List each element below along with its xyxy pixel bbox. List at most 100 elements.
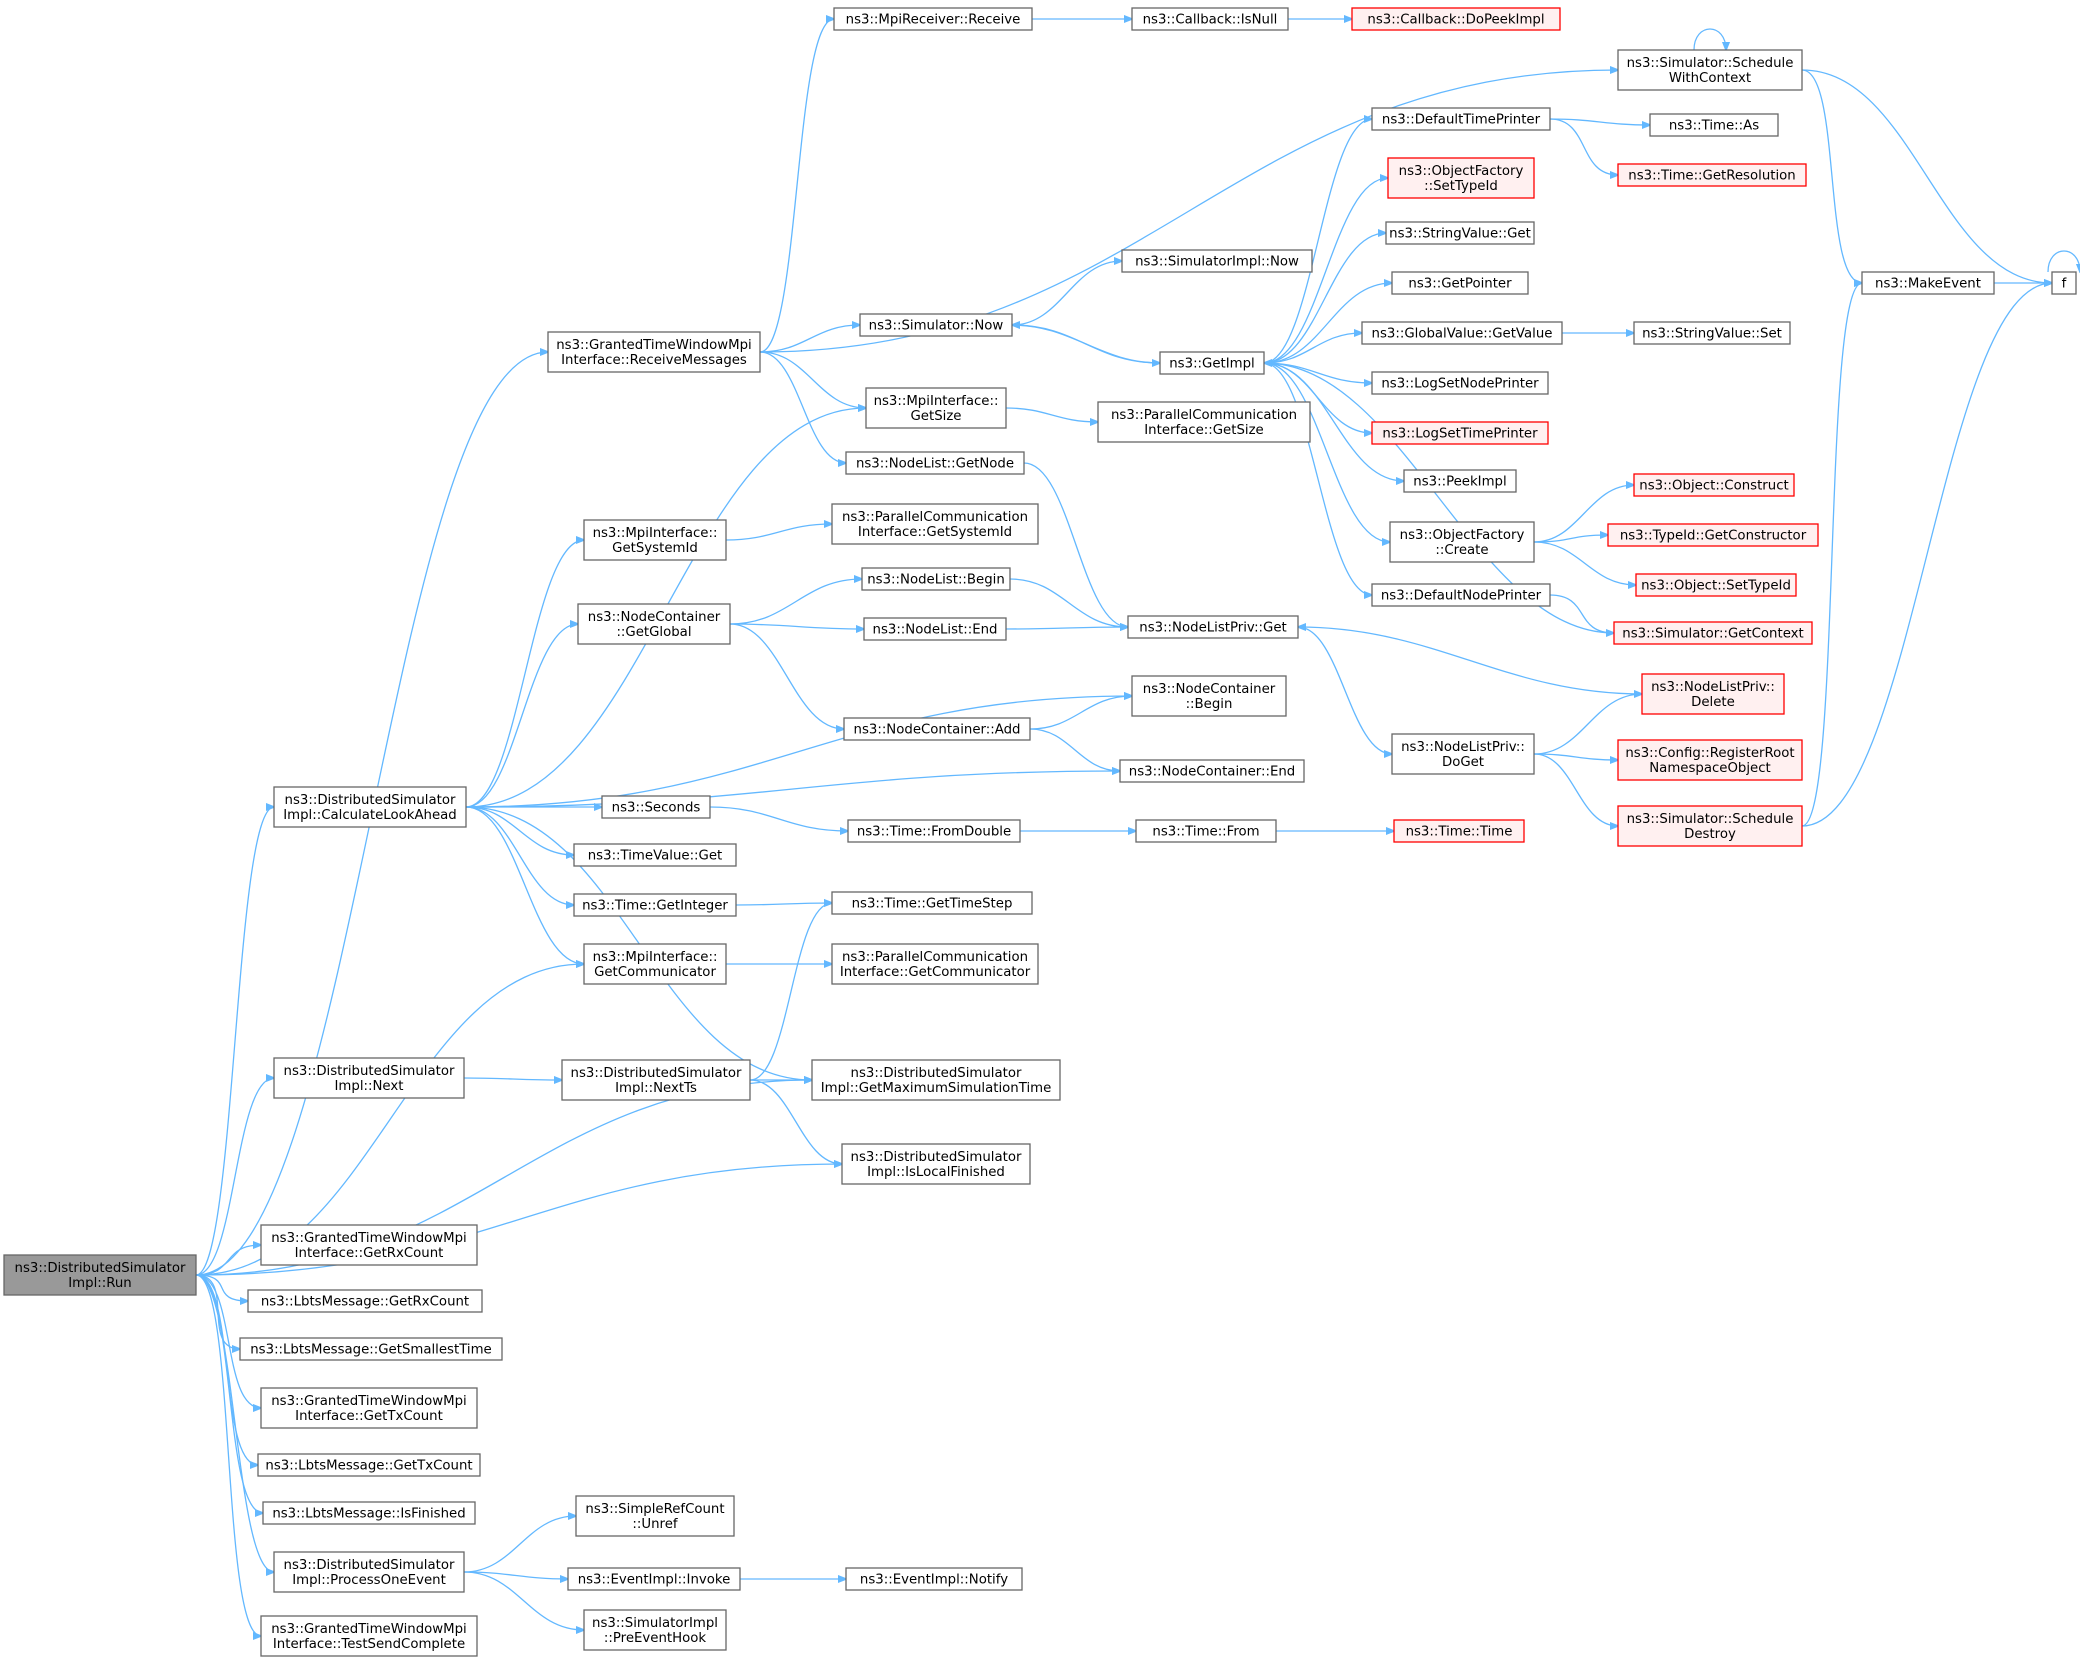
node-label: ns3::DistributedSimulator (571, 1066, 742, 1081)
node-pci-getsysid[interactable]: ns3::ParallelCommunicationInterface::Get… (831, 503, 1039, 545)
node-time-getint[interactable]: ns3::Time::GetInteger (573, 893, 737, 917)
node-label: Interface::GetRxCount (295, 1246, 444, 1261)
edge-processone-to-preevent (463, 1571, 584, 1630)
edge-getimpl-to-sv-get (1263, 233, 1386, 364)
edge-time-getint-to-time-getstep (735, 903, 832, 905)
node-gettxcount-gtw[interactable]: ns3::GrantedTimeWindowMpiInterface::GetT… (260, 1387, 478, 1429)
node-nl-end[interactable]: ns3::NodeList::End (863, 617, 1007, 641)
node-pci-getsize[interactable]: ns3::ParallelCommunicationInterface::Get… (1097, 401, 1311, 443)
node-cb-isnull[interactable]: ns3::Callback::IsNull (1131, 7, 1289, 31)
node-logsetnodeprinter[interactable]: ns3::LogSetNodePrinter (1371, 371, 1549, 395)
node-time-getstep[interactable]: ns3::Time::GetTimeStep (831, 891, 1033, 915)
node-ev-invoke[interactable]: ns3::EventImpl::Invoke (567, 1567, 741, 1591)
node-recvmsgs[interactable]: ns3::GrantedTimeWindowMpiInterface::Rece… (547, 331, 761, 373)
node-calclook[interactable]: ns3::DistributedSimulatorImpl::Calculate… (273, 786, 467, 828)
edge-nlp-doget-to-cfg-regroot (1533, 753, 1618, 760)
node-preevent[interactable]: ns3::SimulatorImpl::PreEventHook (583, 1609, 727, 1651)
node-time-time[interactable]: ns3::Time::Time (1393, 819, 1525, 843)
node-label: ns3::Config::RegisterRoot (1625, 746, 1794, 761)
node-getimpl[interactable]: ns3::GetImpl (1159, 351, 1265, 375)
edge-sched-ctx-to-f (1801, 69, 2052, 283)
node-box (577, 603, 731, 645)
node-sim-now[interactable]: ns3::Simulator::Now (859, 313, 1013, 337)
node-box (847, 819, 1021, 843)
node-time-fromdouble[interactable]: ns3::Time::FromDouble (847, 819, 1021, 843)
node-processone[interactable]: ns3::DistributedSimulatorImpl::ProcessOn… (273, 1551, 465, 1593)
node-mpi-getsysid[interactable]: ns3::MpiInterface::GetSystemId (583, 519, 727, 561)
node-getmaxsim[interactable]: ns3::DistributedSimulatorImpl::GetMaximu… (811, 1059, 1061, 1101)
node-box (1393, 819, 1525, 843)
node-defaultnodeprinter[interactable]: ns3::DefaultNodePrinter (1371, 583, 1551, 607)
node-nc-getglobal[interactable]: ns3::NodeContainer::GetGlobal (577, 603, 731, 645)
node-testsend[interactable]: ns3::GrantedTimeWindowMpiInterface::Test… (260, 1615, 478, 1657)
node-time-getres[interactable]: ns3::Time::GetResolution (1617, 163, 1807, 187)
node-nc-add[interactable]: ns3::NodeContainer::Add (843, 717, 1031, 741)
node-f[interactable]: f (2051, 271, 2077, 295)
node-label: ns3::Simulator::GetContext (1622, 627, 1803, 642)
node-gv-getvalue[interactable]: ns3::GlobalValue::GetValue (1361, 321, 1563, 345)
node-peekimpl[interactable]: ns3::PeekImpl (1403, 469, 1517, 493)
node-getrxcount-gtw[interactable]: ns3::GrantedTimeWindowMpiInterface::GetR… (260, 1224, 478, 1266)
node-mpi-getcomm[interactable]: ns3::MpiInterface::GetCommunicator (583, 943, 727, 985)
node-box (260, 1615, 478, 1657)
node-nlp-doget[interactable]: ns3::NodeListPriv::DoGet (1391, 733, 1535, 775)
edge-nc-add-to-nc-begin (1029, 696, 1132, 730)
node-nlp-delete[interactable]: ns3::NodeListPriv::Delete (1641, 673, 1785, 715)
node-box (1635, 573, 1797, 597)
node-sv-set[interactable]: ns3::StringValue::Set (1633, 321, 1791, 345)
node-lbts-smallest[interactable]: ns3::LbtsMessage::GetSmallestTime (239, 1337, 503, 1361)
node-nl-begin[interactable]: ns3::NodeList::Begin (861, 567, 1011, 591)
node-lbts-gettx[interactable]: ns3::LbtsMessage::GetTxCount (257, 1453, 481, 1477)
node-pci-getcomm[interactable]: ns3::ParallelCommunicationInterface::Get… (831, 943, 1039, 985)
node-tv-get[interactable]: ns3::TimeValue::Get (573, 843, 737, 867)
node-label: ns3::LbtsMessage::GetTxCount (265, 1459, 472, 1474)
node-label: ns3::MakeEvent (1875, 277, 1981, 292)
node-of-settypeid[interactable]: ns3::ObjectFactory::SetTypeId (1387, 157, 1535, 199)
node-box (1121, 249, 1313, 273)
node-box (583, 519, 727, 561)
node-label: GetSize (911, 409, 962, 424)
node-logsettimeprinter[interactable]: ns3::LogSetTimePrinter (1371, 421, 1549, 445)
node-label: ns3::GrantedTimeWindowMpi (556, 338, 752, 353)
node-box (811, 1059, 1061, 1101)
node-nc-end[interactable]: ns3::NodeContainer::End (1119, 759, 1305, 783)
node-getpointer[interactable]: ns3::GetPointer (1391, 271, 1529, 295)
node-obj-settypeid[interactable]: ns3::Object::SetTypeId (1635, 573, 1797, 597)
node-box (575, 1495, 735, 1537)
node-mpirecv[interactable]: ns3::MpiReceiver::Receive (833, 7, 1033, 31)
edge-sim-now-to-simimpl-now (1011, 261, 1122, 326)
node-cb-dopeek[interactable]: ns3::Callback::DoPeekImpl (1351, 7, 1561, 31)
node-typeid-getctor[interactable]: ns3::TypeId::GetConstructor (1607, 523, 1819, 547)
node-islocalfin[interactable]: ns3::DistributedSimulatorImpl::IsLocalFi… (841, 1143, 1031, 1185)
node-label: GetSystemId (612, 541, 698, 556)
node-label: ::Create (1435, 543, 1488, 558)
node-ev-notify[interactable]: ns3::EventImpl::Notify (845, 1567, 1023, 1591)
node-label: ns3::DistributedSimulator (851, 1150, 1022, 1165)
node-box (260, 1224, 478, 1266)
node-sv-get[interactable]: ns3::StringValue::Get (1385, 221, 1535, 245)
node-obj-construct[interactable]: ns3::Object::Construct (1633, 473, 1795, 497)
node-time-from[interactable]: ns3::Time::From (1135, 819, 1277, 843)
node-nl-getnode[interactable]: ns3::NodeList::GetNode (845, 451, 1025, 475)
node-nc-begin[interactable]: ns3::NodeContainer::Begin (1131, 675, 1287, 717)
node-sim-getcontext[interactable]: ns3::Simulator::GetContext (1613, 621, 1813, 645)
node-makeevent[interactable]: ns3::MakeEvent (1861, 271, 1995, 295)
node-box (831, 891, 1033, 915)
node-src-unref[interactable]: ns3::SimpleRefCount::Unref (575, 1495, 735, 1537)
node-seconds[interactable]: ns3::Seconds (601, 795, 711, 819)
node-nlp-get[interactable]: ns3::NodeListPriv::Get (1127, 615, 1299, 639)
node-time-as[interactable]: ns3::Time::As (1649, 113, 1779, 137)
node-defaulttimeprinter[interactable]: ns3::DefaultTimePrinter (1371, 107, 1551, 131)
node-box (1131, 7, 1289, 31)
node-lbts-finished[interactable]: ns3::LbtsMessage::IsFinished (262, 1501, 476, 1525)
node-mpi-getsize[interactable]: ns3::MpiInterface::GetSize (865, 387, 1007, 429)
node-lbts-getrx[interactable]: ns3::LbtsMessage::GetRxCount (247, 1289, 483, 1313)
node-simimpl-now[interactable]: ns3::SimulatorImpl::Now (1121, 249, 1313, 273)
node-of-create[interactable]: ns3::ObjectFactory::Create (1389, 521, 1535, 563)
